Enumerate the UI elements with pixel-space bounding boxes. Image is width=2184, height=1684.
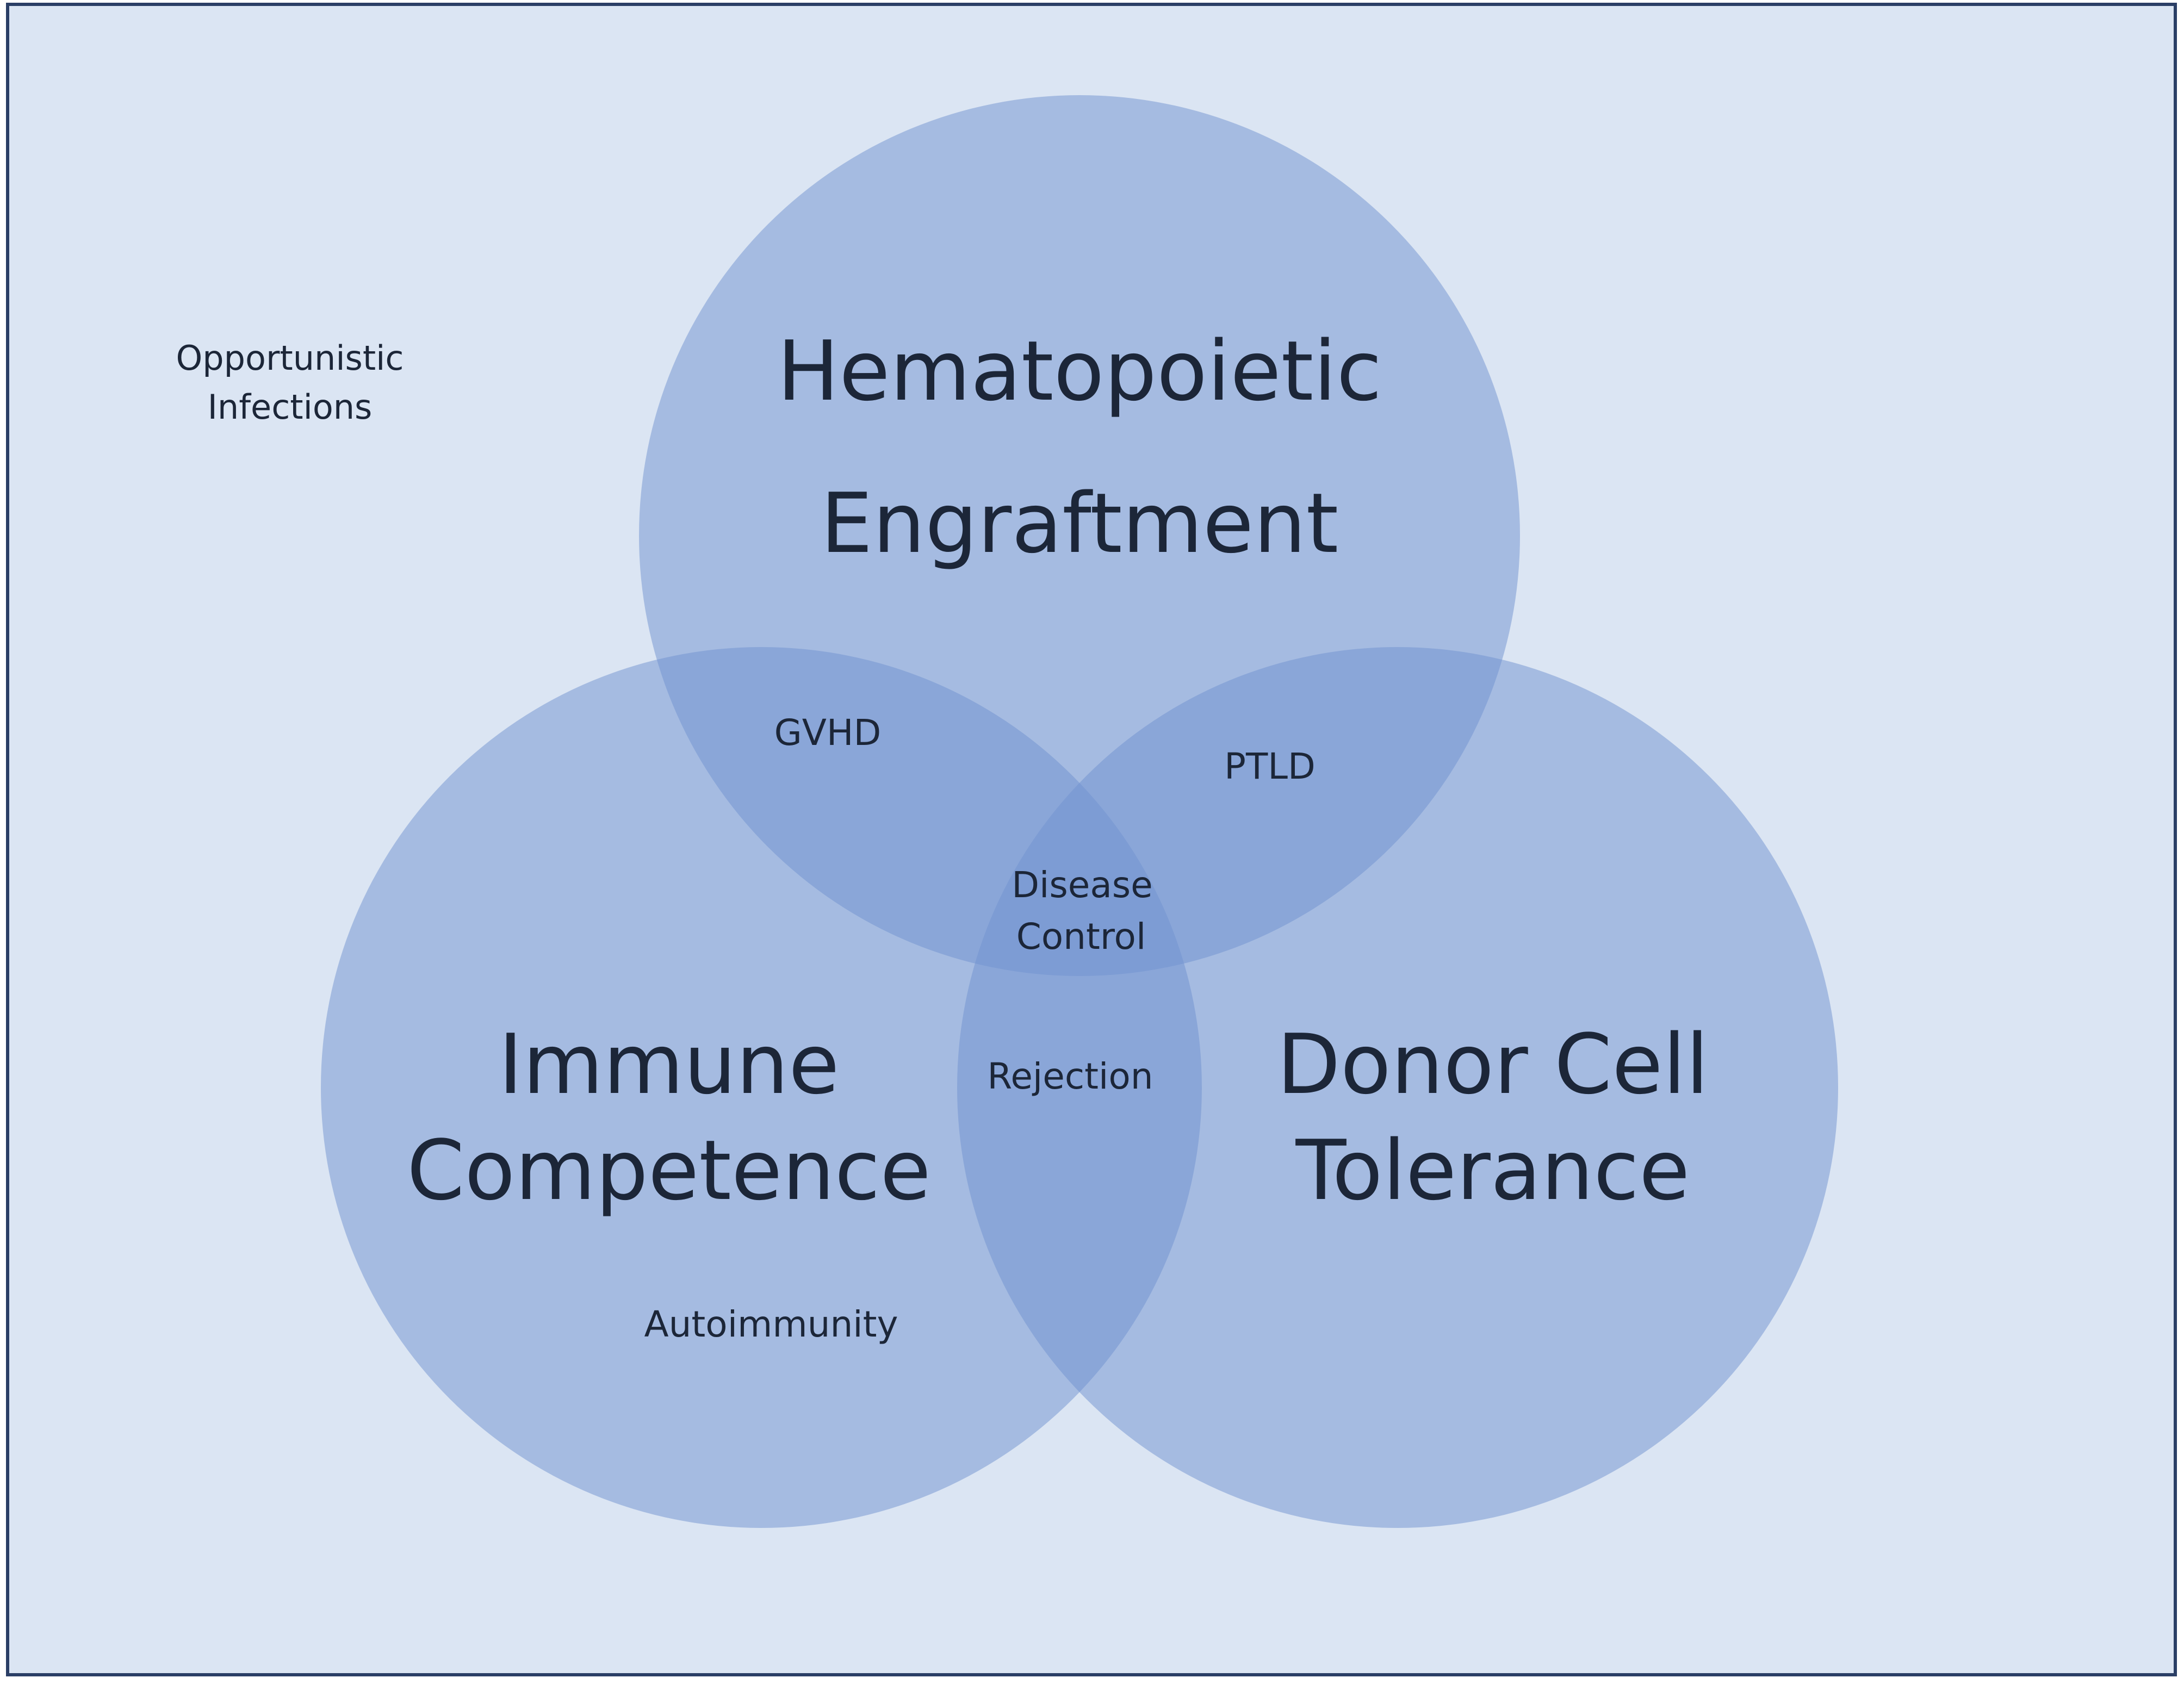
label-donor-line2: Tolerance bbox=[1295, 1122, 1690, 1219]
label-ptld: PTLD bbox=[1224, 745, 1316, 787]
label-opportunistic-line2: Infections bbox=[208, 387, 373, 427]
label-donor-line1: Donor Cell bbox=[1277, 1016, 1709, 1113]
label-disease-control-line1: Disease bbox=[1012, 864, 1153, 906]
label-rejection: Rejection bbox=[987, 1055, 1153, 1097]
label-opportunistic-line1: Opportunistic bbox=[176, 338, 404, 378]
circle-immune-competence bbox=[321, 647, 1202, 1528]
label-autoimmunity: Autoimmunity bbox=[644, 1303, 898, 1345]
label-immune-line2: Competence bbox=[407, 1122, 931, 1219]
label-gvhd: GVHD bbox=[774, 712, 882, 754]
label-hematopoietic-line1: Hematopoietic bbox=[777, 323, 1382, 419]
circle-donor-cell-tolerance bbox=[957, 647, 1838, 1528]
label-hematopoietic-line2: Engraftment bbox=[821, 475, 1338, 571]
label-immune-line1: Immune bbox=[498, 1016, 839, 1113]
label-disease-control-line2: Control bbox=[1016, 916, 1146, 958]
